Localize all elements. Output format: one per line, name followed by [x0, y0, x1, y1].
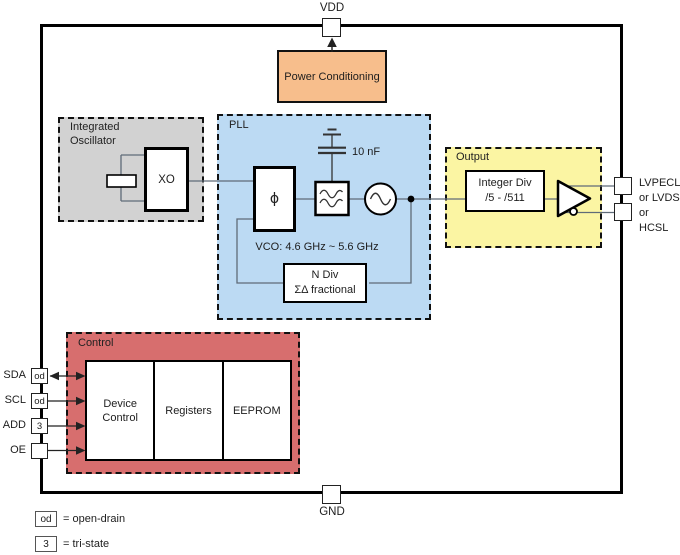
legend-open-drain-symbol: od [35, 511, 57, 527]
output-type-line3: or HCSL [639, 207, 669, 234]
vdd-label: VDD [319, 2, 345, 14]
legend-tri-state-symbol: 3 [35, 536, 57, 552]
integer-div-line1: Integer Div [478, 177, 532, 189]
output-pin-positive [614, 177, 632, 195]
power-conditioning-label: Power Conditioning [284, 70, 380, 83]
integrated-oscillator-title: Integrated Oscillator [70, 121, 120, 147]
phase-detector-symbol: ϕ [269, 191, 280, 207]
vco-icon [364, 182, 397, 216]
vco-range-label: VCO: 4.6 GHz ~ 5.6 GHz [255, 241, 379, 253]
scl-pin: od [31, 393, 48, 409]
output-title: Output [456, 151, 490, 163]
xo-label: XO [158, 173, 175, 186]
eeprom-section: EEPROM [221, 362, 290, 459]
add-label: ADD [2, 419, 26, 431]
oe-pin [31, 443, 48, 459]
gnd-pin [322, 485, 341, 504]
vdd-pin [322, 18, 341, 37]
junction-dot [407, 195, 415, 203]
control-inner-box: Device Control Registers EEPROM [85, 360, 292, 461]
add-pin: 3 [31, 418, 48, 434]
output-buffer-icon [556, 179, 592, 218]
legend-open-drain-text: = open-drain [63, 513, 126, 525]
pll-title: PLL [229, 119, 249, 131]
sda-label: SDA [3, 369, 26, 381]
capacitor-value-label: 10 nF [352, 146, 381, 158]
ground-icon [323, 128, 341, 136]
phase-detector-box: ϕ [253, 166, 296, 232]
sda-pin: od [31, 368, 48, 384]
scl-label: SCL [4, 394, 26, 406]
output-type-line2: or LVDS [639, 192, 680, 204]
legend-tri-state-text: = tri-state [63, 538, 110, 550]
integer-divider-box: Integer Div /5 - /511 [465, 170, 545, 212]
control-title: Control [78, 337, 114, 349]
vdd-arrow [327, 37, 337, 52]
xo-box: XO [144, 147, 189, 212]
crystal-icon [106, 174, 137, 188]
output-type-line1: LVPECL [639, 177, 680, 189]
output-pin-negative [614, 203, 632, 221]
capacitor-icon [318, 135, 346, 182]
n-divider-box: N Div ΣΔ fractional [283, 263, 367, 303]
output-type-labels: LVPECL or LVDS or HCSL [639, 176, 680, 236]
loop-filter-icon [314, 180, 350, 217]
registers-section: Registers [153, 362, 221, 459]
gnd-label: GND [319, 506, 345, 518]
oe-label: OE [10, 444, 26, 456]
control-arrows [48, 371, 86, 455]
n-div-line1: N Div [311, 269, 339, 281]
integer-div-line2: /5 - /511 [485, 192, 525, 204]
n-div-line2: ΣΔ fractional [294, 284, 356, 296]
device-control-section: Device Control [102, 397, 138, 424]
